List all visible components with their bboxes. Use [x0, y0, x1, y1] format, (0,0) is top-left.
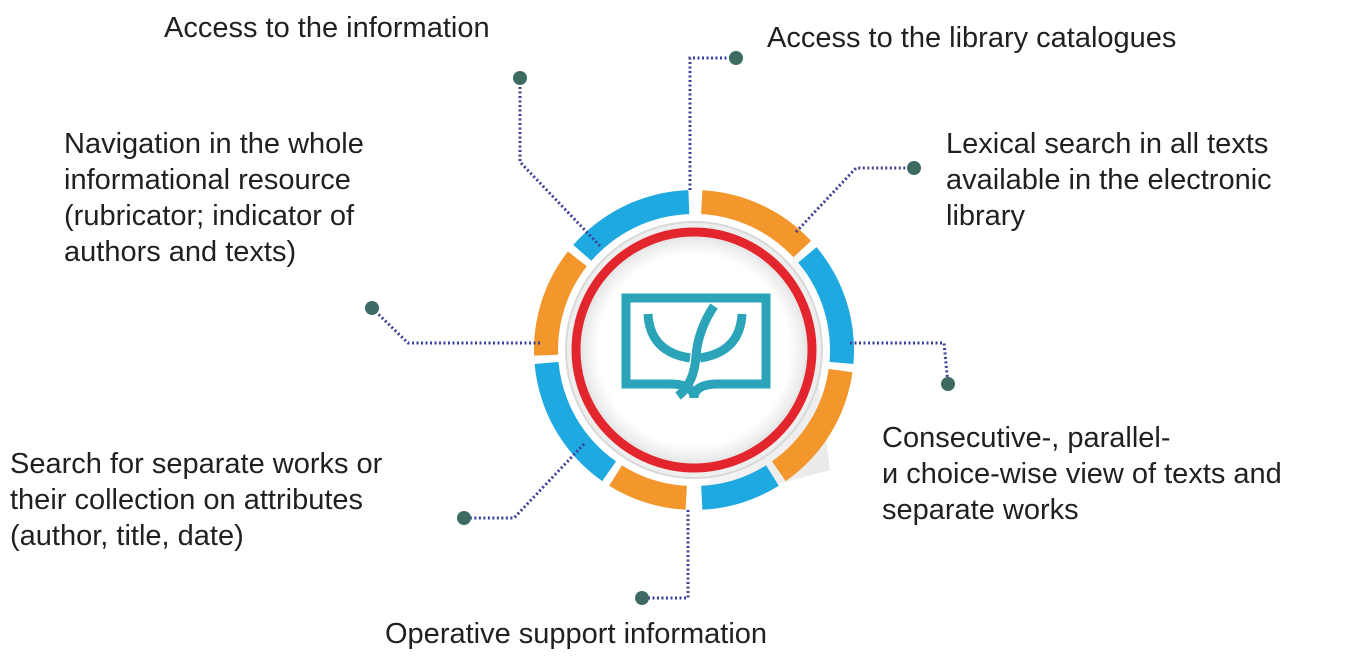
connectors: [365, 51, 955, 605]
feature-label-operative-support: Operative support information: [385, 618, 768, 650]
feature-label-library-catalogues: Access to the library catalogues: [767, 22, 1177, 54]
connector-dot-navigation: [365, 301, 379, 315]
ring-segment-blue: [573, 190, 690, 261]
center-red-ring: [571, 227, 817, 473]
feature-label-text-view: Consecutive-, parallel- и choice-wise vi…: [882, 422, 1282, 526]
connector-navigation: [370, 306, 540, 345]
ring-segment-blue: [534, 361, 616, 482]
feature-label-lexical-search: Lexical search in all texts available in…: [946, 128, 1272, 232]
ring-segment-orange: [534, 251, 587, 356]
ring-segment-blue: [701, 465, 779, 510]
connector-dot-access-information: [513, 71, 527, 85]
connector-text-view: [850, 341, 950, 385]
connector-dot-library-catalogues: [729, 51, 743, 65]
connector-lexical-search: [794, 166, 914, 234]
feature-label-search-works: Search for separate works or their colle…: [10, 448, 383, 552]
book-psi-logo-icon: [621, 293, 771, 400]
ring-segment-blue: [798, 247, 855, 364]
segmented-ring: [534, 190, 855, 510]
connector-dot-operative-support: [635, 591, 649, 605]
feature-label-access-information: Access to the information: [164, 12, 490, 44]
ring-segment-orange: [701, 190, 812, 258]
feature-label-navigation: Navigation in the whole informational re…: [64, 128, 364, 268]
connector-access-information: [518, 78, 602, 248]
connector-library-catalogues: [688, 56, 736, 190]
ring-segment-orange: [772, 368, 853, 482]
connector-dot-search-works: [457, 511, 471, 525]
connector-search-works: [464, 442, 586, 520]
connector-dot-text-view: [941, 377, 955, 391]
connector-operative-support: [642, 510, 690, 600]
ring-segment-orange: [609, 465, 687, 510]
connector-dot-lexical-search: [907, 161, 921, 175]
